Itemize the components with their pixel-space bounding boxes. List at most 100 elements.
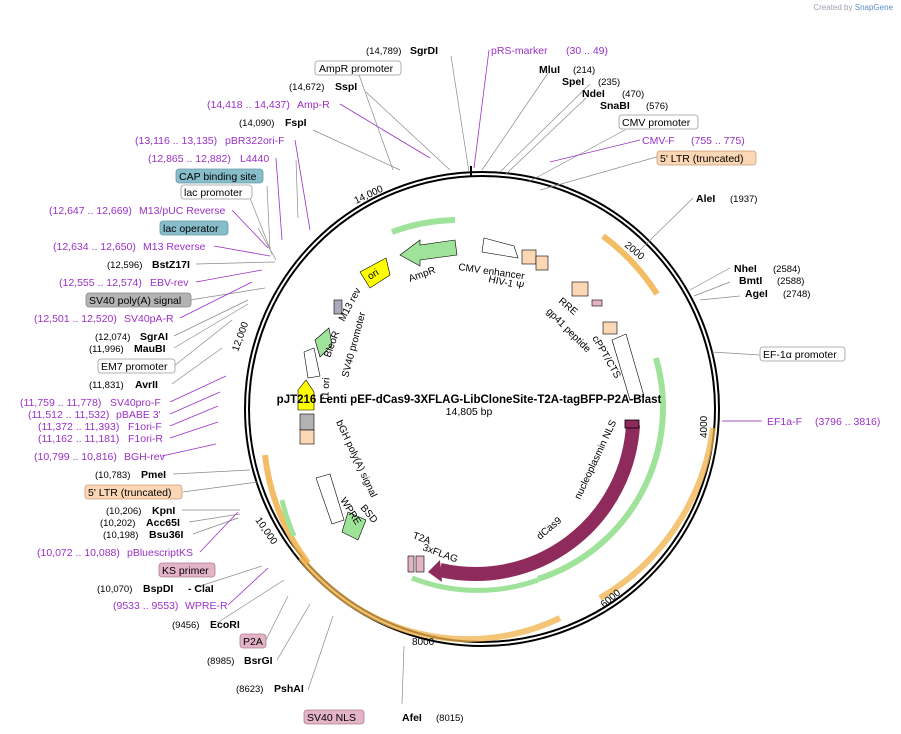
- hiv-block: [521, 249, 537, 265]
- primer-name: pRS-marker: [491, 45, 548, 57]
- enzyme-name: AvrII: [135, 379, 158, 391]
- feature-label: f1 ori: [320, 377, 333, 400]
- box-em7: EM7 promoter: [101, 361, 168, 373]
- enzyme-pos: (14,672): [289, 82, 324, 93]
- bleor-arrow: [314, 327, 333, 358]
- green-arc-bottom: [411, 575, 539, 593]
- ltr-block: [535, 255, 549, 271]
- primer-range: (12,647 .. 12,669): [49, 205, 132, 217]
- enzyme-name: PshAI: [274, 683, 304, 695]
- enzyme-pos: (470): [622, 89, 644, 100]
- primer-name: SV40pro-F: [110, 397, 161, 409]
- enzyme-name: BstZ17I: [152, 259, 190, 271]
- enzyme-pos: (11,831): [89, 380, 124, 391]
- m13-mark: [333, 299, 343, 315]
- enzyme-pos: (2588): [777, 276, 804, 287]
- box-sv40-polya: SV40 poly(A) signal: [89, 295, 181, 307]
- enzyme-pos: (12,074): [95, 332, 130, 343]
- primer-name: Amp-R: [297, 99, 330, 111]
- enzyme-pos: (11,996): [89, 344, 124, 355]
- ampr-arrow: [399, 239, 458, 267]
- ef1a-arc: [598, 427, 716, 601]
- enzyme-name: NdeI: [582, 88, 605, 100]
- enzyme-name: Bsu36I: [149, 529, 184, 541]
- enzymes-right: MluI (214) SpeI (235) NdeI (470) SnaBI (…: [539, 64, 810, 300]
- primer-range: (12,865 .. 12,882): [148, 153, 231, 165]
- lenti-arc: [298, 556, 562, 643]
- primers: pRS-marker (30 .. 49) (14,418 .. 14,437)…: [20, 45, 880, 612]
- primer-name: SV40pA-R: [124, 313, 174, 325]
- box-cap-site: CAP binding site: [179, 171, 257, 183]
- enzyme-pos: (576): [646, 101, 668, 112]
- sv40-prom-arrow: [303, 347, 321, 379]
- enzyme-pos: (8015): [436, 713, 463, 724]
- ltr-arc-left: [262, 454, 311, 565]
- enzyme-pos: (1937): [730, 194, 757, 205]
- enzyme-pos: (14,789): [366, 46, 401, 57]
- enzyme-pos: (9456): [172, 620, 199, 631]
- enzyme-pos: (2748): [783, 289, 810, 300]
- tick-label: 4000: [699, 415, 710, 438]
- primer-name: WPRE-R: [185, 600, 228, 612]
- ltr-arc-right: [601, 233, 660, 296]
- dcas9-arc: [438, 424, 640, 581]
- box-ampr-promoter: AmpR promoter: [319, 63, 394, 75]
- enzyme-name: PmeI: [141, 469, 166, 481]
- enzyme-pos: (14,090): [239, 118, 274, 129]
- green-arc-right: [537, 357, 666, 582]
- box-p2a: P2A: [243, 636, 263, 648]
- enzyme-pos: (12,596): [107, 260, 142, 271]
- box-cmv-promoter: CMV promoter: [622, 117, 691, 129]
- plasmid-size: 14,805 bp: [446, 406, 493, 418]
- enzyme-pos: (10,783): [95, 470, 130, 481]
- backbone-outer: [244, 171, 720, 647]
- feature-label: AmpR: [407, 265, 437, 285]
- enzyme-name: AleI: [696, 193, 715, 205]
- clai-label: - ClaI: [188, 583, 214, 595]
- t2a-block: [407, 555, 415, 573]
- primer-range: (12,555 .. 12,574): [59, 277, 142, 289]
- green-arc-left: [279, 499, 297, 538]
- primer-range: (14,418 .. 14,437): [207, 99, 290, 111]
- boxed-labels: AmpR promoter CAP binding site lac promo…: [84, 60, 846, 725]
- tick-label: 14,000: [353, 184, 386, 207]
- primer-name: pBluescriptKS: [127, 547, 193, 559]
- nls-block: [624, 419, 640, 429]
- enzymes-left: (14,789) SgrDI (14,672) SspI (14,090) Fs…: [89, 45, 463, 724]
- backbone-inner: [248, 175, 716, 643]
- primer-range: (11,512 .. 11,532): [28, 409, 109, 421]
- ef1a-prom-arrow: [611, 333, 645, 401]
- cmv-enh-arrow: [481, 237, 519, 259]
- gp41-block: [591, 299, 603, 307]
- feature-label: 3xFLAG: [421, 542, 459, 565]
- enzyme-pos: (10,202): [100, 518, 135, 529]
- enzyme-pos: (2584): [773, 264, 800, 275]
- ring-features: [262, 217, 716, 643]
- primer-name: F1ori-F: [128, 421, 162, 433]
- box-lac-promoter: lac promoter: [184, 187, 243, 199]
- credit-brand: SnapGene: [854, 3, 893, 12]
- primer-name: EBV-rev: [150, 277, 189, 289]
- cppt-block: [602, 321, 618, 335]
- box-lac-operator: lac operator: [163, 223, 219, 235]
- enzyme-name: NheI: [734, 263, 757, 275]
- rre-block: [571, 281, 589, 297]
- enzyme-pos: (10,198): [103, 530, 138, 541]
- enzyme-pos: (8985): [207, 656, 234, 667]
- primer-name: L4440: [240, 153, 269, 165]
- primer-name: BGH-rev: [124, 451, 166, 463]
- enzyme-pos: (10,206): [106, 506, 141, 517]
- f1ori-arrow: [297, 379, 315, 411]
- snapgene-credit: Created by SnapGene: [813, 3, 893, 12]
- ori-arrow: [359, 257, 391, 289]
- enzyme-name: KpnI: [152, 505, 175, 517]
- primer-range: (11,759 .. 11,778): [20, 397, 101, 409]
- primer-range: (10,799 .. 10,816): [34, 451, 117, 463]
- enzyme-name: MauBI: [134, 343, 166, 355]
- plasmid-title: pJT216 Lenti pEF-dCas9-3XFLAG-LibCloneSi…: [277, 394, 662, 406]
- enzyme-name: SpeI: [562, 76, 584, 88]
- credit-prefix: Created by: [813, 3, 853, 12]
- primer-range: (13,116 .. 13,135): [135, 135, 217, 147]
- box-sv40-nls: SV40 NLS: [307, 712, 356, 724]
